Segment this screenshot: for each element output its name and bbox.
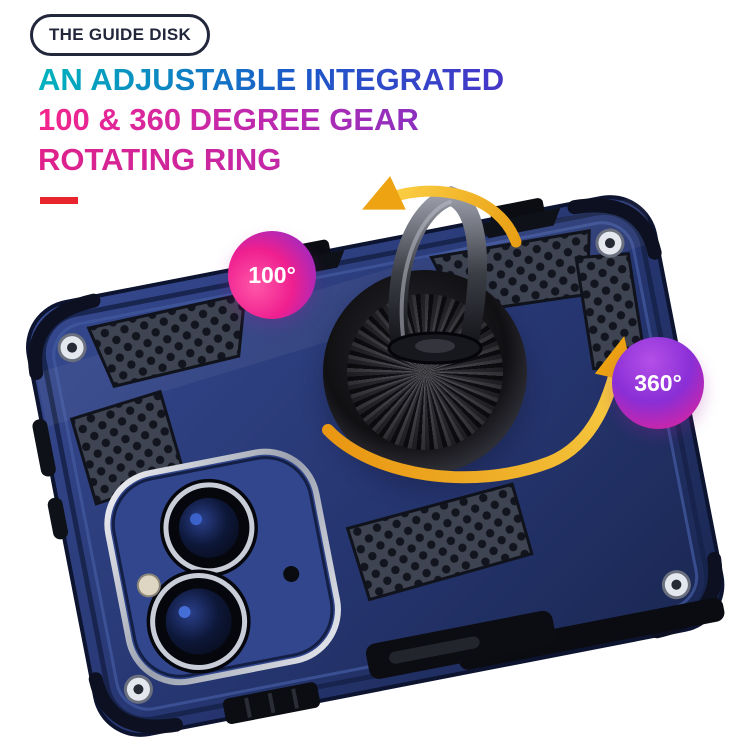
rotation-arrows xyxy=(322,176,635,484)
angle-badge-360: 360° xyxy=(612,337,704,429)
angle-badge-360-label: 360° xyxy=(634,369,682,396)
guide-disk-label: THE GUIDE DISK xyxy=(49,25,192,44)
headline-line-3: ROTATING RING xyxy=(38,140,504,180)
guide-disk-badge: THE GUIDE DISK xyxy=(30,14,211,56)
camera-module xyxy=(104,448,341,686)
angle-badge-100: 100° xyxy=(228,231,316,319)
kickstand-ring-loop xyxy=(387,185,487,365)
honeycomb-panels xyxy=(69,229,648,602)
arrow-100-icon xyxy=(362,176,522,248)
headline-line-1: AN ADJUSTABLE INTEGRATED xyxy=(38,60,504,100)
headline-line-2: 100 & 360 DEGREE GEAR xyxy=(38,100,504,140)
headline: AN ADJUSTABLE INTEGRATED 100 & 360 DEGRE… xyxy=(38,60,504,180)
headline-underline xyxy=(40,197,78,204)
corner-screws xyxy=(57,228,691,704)
angle-badge-100-label: 100° xyxy=(248,261,296,288)
arrow-360-icon xyxy=(322,335,635,484)
grip-ridges xyxy=(222,682,321,725)
